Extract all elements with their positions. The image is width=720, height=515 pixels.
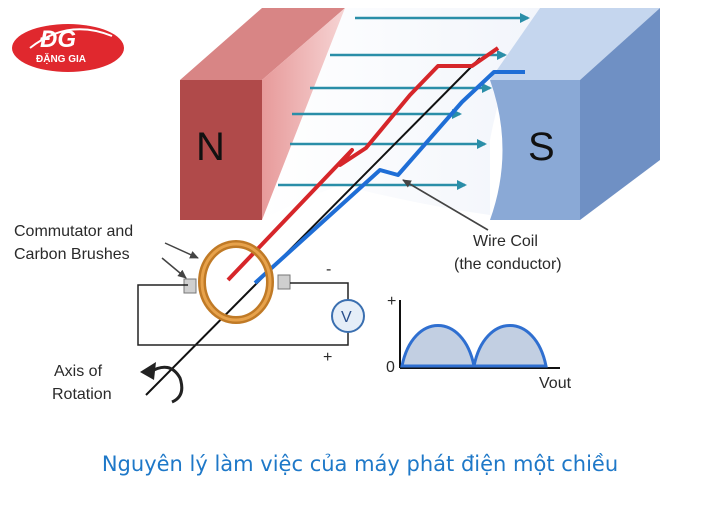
output-voltage-graph: + 0 Vout bbox=[386, 293, 572, 392]
graph-zero-label: 0 bbox=[386, 359, 395, 376]
south-magnet: S bbox=[490, 8, 660, 220]
voltmeter-icon bbox=[331, 299, 365, 333]
external-circuit bbox=[137, 282, 349, 346]
red-wire bbox=[226, 46, 500, 282]
axis-label-line1: Axis of bbox=[54, 363, 103, 380]
graph-plus-label: + bbox=[387, 293, 396, 310]
commutator-pointer-1 bbox=[164, 242, 199, 259]
rotation-arrow-icon bbox=[149, 365, 184, 404]
diagram-caption: Nguyên lý làm việc của máy phát điện một… bbox=[101, 452, 619, 476]
circuit-minus-sign: - bbox=[326, 261, 331, 278]
brand-logo: ĐG ĐẶNG GIA bbox=[12, 24, 124, 72]
commutator-label-line1: Commutator and bbox=[14, 223, 133, 240]
axis-label-line2: Rotation bbox=[52, 386, 112, 403]
commutator bbox=[183, 240, 291, 324]
north-pole-label: N bbox=[196, 125, 225, 169]
wire-coil-label-line2: (the conductor) bbox=[454, 256, 562, 273]
rectified-wave bbox=[400, 324, 548, 368]
wire-coil-pointer bbox=[402, 179, 489, 231]
logo-mark: ĐG bbox=[40, 26, 76, 53]
commutator-pointer-2 bbox=[161, 257, 187, 279]
circuit-plus-sign: + bbox=[323, 349, 332, 366]
blue-wire bbox=[253, 70, 525, 285]
graph-xlabel: Vout bbox=[539, 375, 572, 392]
voltmeter-label: V bbox=[341, 309, 352, 326]
carbon-brush-left bbox=[183, 278, 197, 294]
wire-coil-label-line1: Wire Coil bbox=[473, 233, 538, 250]
carbon-brush-right bbox=[277, 274, 291, 290]
commutator-label-line2: Carbon Brushes bbox=[14, 246, 130, 263]
south-pole-label: S bbox=[528, 125, 555, 169]
logo-brand-name: ĐẶNG GIA bbox=[36, 52, 86, 65]
logo-swoosh-icon bbox=[12, 24, 124, 72]
field-arrows bbox=[278, 13, 530, 190]
rotation-axis-line bbox=[145, 57, 481, 396]
